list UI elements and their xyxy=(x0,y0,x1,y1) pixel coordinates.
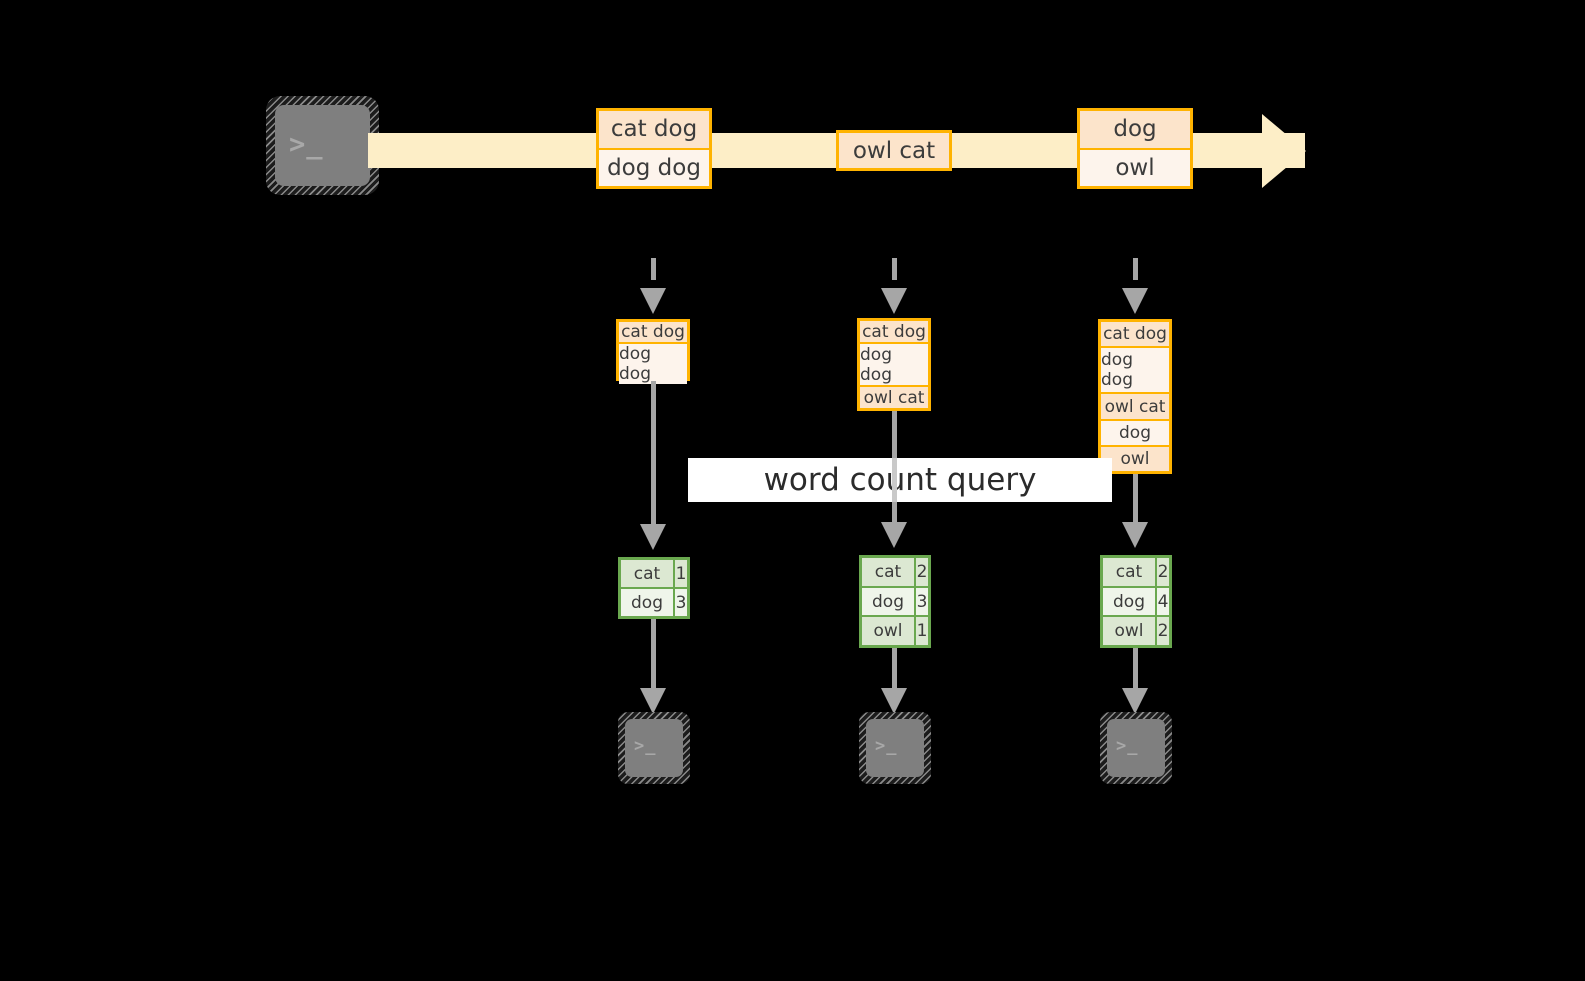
result-word: dog xyxy=(621,589,675,616)
input-line: dog dog xyxy=(619,344,687,384)
result-word: owl xyxy=(862,617,916,646)
input-line: dog dog xyxy=(1101,348,1169,395)
result-word: cat xyxy=(621,560,675,587)
terminal-screen: >_ xyxy=(625,719,683,777)
result-count: 2 xyxy=(1157,558,1169,586)
table-row: dog 3 xyxy=(621,589,687,616)
column-1-sink-arrow-head-icon xyxy=(640,688,666,714)
stream-arrow-head-icon xyxy=(1262,114,1306,188)
result-count: 2 xyxy=(916,558,928,586)
table-row: cat 1 xyxy=(621,560,687,589)
stream-event-box-3: dog owl xyxy=(1077,108,1193,189)
column-1-result-table: cat 1 dog 3 xyxy=(618,557,690,619)
result-word: cat xyxy=(862,558,916,586)
column-2-query-arrow-head-icon xyxy=(881,522,907,548)
column-2-input-box: cat dog dog dog owl cat xyxy=(857,318,931,411)
column-3-sink-connector xyxy=(1133,648,1138,698)
table-row: dog 3 xyxy=(862,587,928,618)
stream-event-box-2: owl cat xyxy=(836,130,952,171)
stream-event-line: dog xyxy=(1080,111,1190,150)
input-line: cat dog xyxy=(860,321,928,344)
column-2-sink-arrow-head-icon xyxy=(881,688,907,714)
terminal-prompt-glyph: >_ xyxy=(875,736,898,756)
column-2-dashed-arrow-head-icon xyxy=(881,288,907,314)
result-count: 2 xyxy=(1157,617,1169,646)
result-count: 3 xyxy=(675,589,687,616)
column-1-input-box: cat dog dog dog xyxy=(616,319,690,384)
result-count: 1 xyxy=(916,617,928,646)
stream-event-box-1: cat dog dog dog xyxy=(596,108,712,189)
terminal-prompt-glyph: >_ xyxy=(634,736,657,756)
column-1-sink-connector xyxy=(651,619,656,697)
result-count: 4 xyxy=(1157,587,1169,616)
result-count: 3 xyxy=(916,587,928,616)
column-2-result-table: cat 2 dog 3 owl 1 xyxy=(859,555,931,648)
column-3-input-box: cat dog dog dog owl cat dog owl xyxy=(1098,319,1172,474)
column-1-dashed-connector xyxy=(651,258,656,294)
stream-event-line: owl cat xyxy=(839,133,949,168)
stream-event-line: owl xyxy=(1080,149,1190,186)
table-row: dog 4 xyxy=(1103,587,1169,618)
column-2-dashed-connector xyxy=(892,258,897,294)
result-word: dog xyxy=(1103,587,1157,616)
result-word: cat xyxy=(1103,558,1157,586)
column-1-sink-terminal-icon: >_ xyxy=(618,712,690,784)
column-1-dashed-arrow-head-icon xyxy=(640,288,666,314)
column-1-query-connector xyxy=(651,381,656,531)
terminal-prompt-glyph: >_ xyxy=(1116,736,1139,756)
input-line: owl cat xyxy=(1101,394,1169,421)
result-word: owl xyxy=(1103,617,1157,646)
column-3-result-table: cat 2 dog 4 owl 2 xyxy=(1100,555,1172,648)
stream-event-line: cat dog xyxy=(599,111,709,150)
input-line: cat dog xyxy=(619,322,687,344)
column-3-query-connector xyxy=(1133,474,1138,529)
column-3-dashed-arrow-head-icon xyxy=(1122,288,1148,314)
result-word: dog xyxy=(862,587,916,616)
table-row: owl 1 xyxy=(862,617,928,646)
column-3-query-arrow-head-icon xyxy=(1122,522,1148,548)
column-3-sink-terminal-icon: >_ xyxy=(1100,712,1172,784)
terminal-prompt-glyph: >_ xyxy=(289,129,324,160)
result-count: 1 xyxy=(675,560,687,587)
terminal-screen: >_ xyxy=(275,105,370,186)
table-row: cat 2 xyxy=(862,558,928,588)
column-2-sink-connector xyxy=(892,648,897,698)
input-line: owl cat xyxy=(860,387,928,408)
source-terminal-icon: >_ xyxy=(266,96,379,195)
table-row: owl 2 xyxy=(1103,617,1169,646)
column-3-sink-arrow-head-icon xyxy=(1122,688,1148,714)
input-line: dog xyxy=(1101,420,1169,447)
input-line: owl xyxy=(1101,446,1169,472)
terminal-screen: >_ xyxy=(866,719,924,777)
terminal-screen: >_ xyxy=(1107,719,1165,777)
column-2-sink-terminal-icon: >_ xyxy=(859,712,931,784)
column-3-dashed-connector xyxy=(1133,258,1138,294)
input-line: dog dog xyxy=(860,344,928,387)
table-row: cat 2 xyxy=(1103,558,1169,588)
stream-event-line: dog dog xyxy=(599,149,709,186)
column-2-query-connector-overlay xyxy=(892,458,897,502)
query-label: word count query xyxy=(688,458,1112,502)
column-1-query-arrow-head-icon xyxy=(640,524,666,550)
input-line: cat dog xyxy=(1101,322,1169,349)
